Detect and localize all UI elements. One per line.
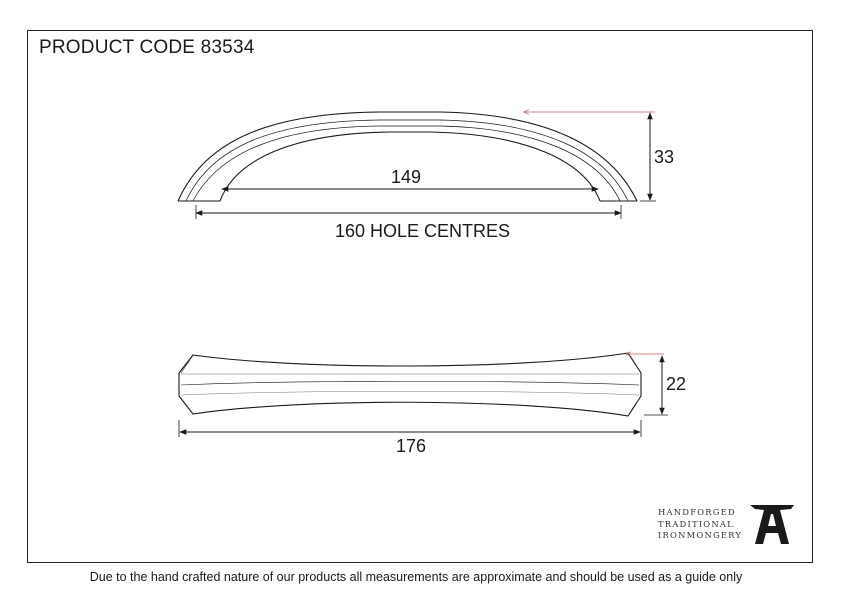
brand-logo: HANDFORGED TRADITIONAL IRONMONGERY bbox=[651, 500, 801, 548]
anvil-a-icon bbox=[750, 505, 794, 544]
logo-line-3: IRONMONGERY bbox=[658, 530, 743, 540]
plan-centre-line bbox=[180, 380, 640, 386]
drawing-frame bbox=[27, 30, 813, 563]
plan-lower-facet-line bbox=[180, 391, 640, 396]
logo-line-2: TRADITIONAL bbox=[658, 518, 734, 529]
plan-upper-facet bbox=[180, 354, 194, 374]
footer-disclaimer: Due to the hand crafted nature of our pr… bbox=[89, 570, 743, 584]
height-label: 33 bbox=[654, 147, 675, 167]
handle-outer-profile bbox=[177, 111, 638, 202]
handle-inner-profile bbox=[219, 131, 601, 202]
logo-line-1: HANDFORGED bbox=[658, 507, 736, 517]
overall-length-label: 176 bbox=[396, 436, 427, 456]
handle-side-view bbox=[177, 111, 638, 202]
logo-wordmark: HANDFORGED TRADITIONAL IRONMONGERY bbox=[658, 507, 742, 542]
handle-bevel-line-2 bbox=[192, 125, 621, 202]
inner-width-label: 149 bbox=[391, 167, 422, 187]
handle-plan-view bbox=[178, 352, 642, 417]
plan-outline bbox=[178, 352, 642, 417]
depth-label: 22 bbox=[666, 374, 687, 394]
product-code-title: PRODUCT CODE 83534 bbox=[39, 37, 255, 58]
hole-centres-label: 160 HOLE CENTRES bbox=[335, 221, 511, 241]
handle-bevel-line-1 bbox=[185, 119, 629, 202]
